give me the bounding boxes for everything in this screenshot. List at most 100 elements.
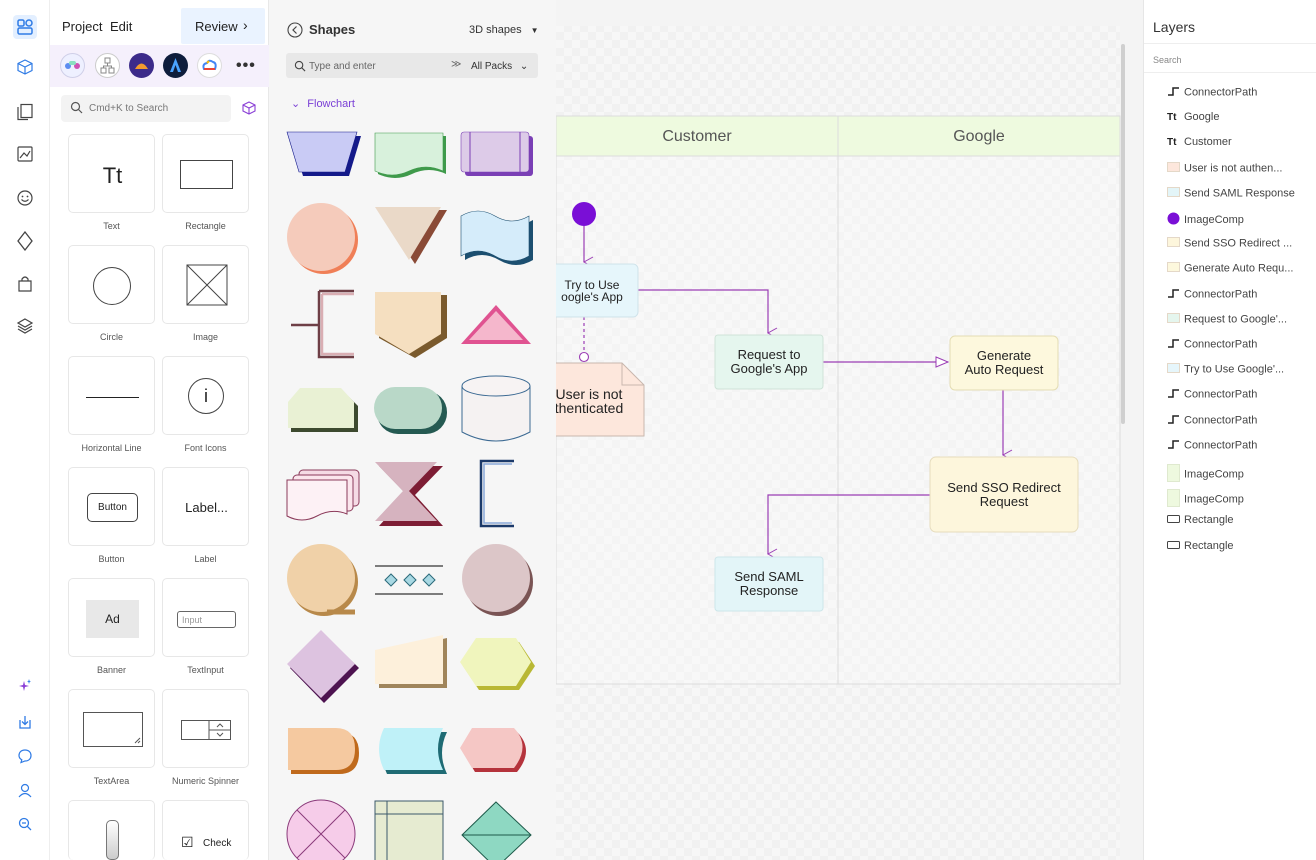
database-cylinder-shape[interactable]: [461, 375, 531, 442]
annotation-bracket-shape[interactable]: [291, 289, 354, 359]
node-generate-auto-request[interactable]: Generate Auto Request: [950, 336, 1058, 390]
component-card-rectangle[interactable]: [162, 134, 249, 213]
hexagon-shape[interactable]: [460, 638, 535, 690]
component-card-label[interactable]: Label...: [162, 467, 249, 546]
predefined-process-shape[interactable]: [460, 131, 533, 176]
layer-row[interactable]: Send SSO Redirect ...: [1167, 237, 1316, 255]
component-card-font-icons[interactable]: i: [162, 356, 249, 435]
layer-row[interactable]: User is not authen...: [1167, 161, 1316, 180]
component-card-image[interactable]: [162, 245, 249, 324]
layer-row[interactable]: Generate Auto Requ...: [1167, 262, 1316, 280]
node-send-saml-response[interactable]: Send SAML Response: [715, 557, 823, 611]
decision-row-shape[interactable]: [375, 565, 443, 595]
manual-input-shape[interactable]: [375, 635, 447, 688]
review-button[interactable]: Review ›: [181, 8, 265, 44]
shopping-bag-icon[interactable]: [13, 272, 37, 296]
component-card-textarea[interactable]: [68, 689, 155, 768]
component-card-horizontal-line[interactable]: [68, 356, 155, 435]
start-node[interactable]: [572, 202, 596, 226]
or-circle-shape[interactable]: [286, 799, 356, 860]
extract-triangle-shape[interactable]: [461, 305, 531, 344]
ai-sparkle-icon[interactable]: [13, 674, 37, 698]
component-search-input[interactable]: Cmd+K to Search: [61, 95, 231, 122]
layer-row[interactable]: ConnectorPath: [1167, 338, 1316, 356]
preparation-shape[interactable]: [288, 388, 358, 432]
aws-integration-icon[interactable]: [129, 53, 154, 78]
document-shape[interactable]: [374, 132, 446, 178]
flowchart-section-header[interactable]: ⌄ Flowchart: [291, 97, 355, 110]
connector-circle-shape[interactable]: [287, 203, 358, 274]
layer-row[interactable]: ImageComp: [1167, 489, 1316, 508]
internal-storage-shape[interactable]: [374, 800, 444, 860]
node-request-to-google-app[interactable]: Request to Google's App: [715, 335, 823, 389]
layer-row[interactable]: ConnectorPath: [1167, 388, 1316, 406]
shape-search-input[interactable]: Type and enter ≫ All Packs ⌄: [286, 53, 538, 78]
cube-filter-icon[interactable]: [242, 101, 256, 120]
collate-shape[interactable]: [375, 462, 443, 526]
smiley-icon[interactable]: [13, 186, 37, 210]
connector-try-to-request[interactable]: [638, 289, 778, 339]
vertical-scrollbar[interactable]: [1121, 44, 1125, 424]
summing-circle-shape[interactable]: [462, 544, 533, 616]
diagram-canvas[interactable]: Customer Google Try to Use oogle's App U…: [556, 0, 1143, 860]
layer-row[interactable]: ConnectorPath: [1167, 288, 1316, 306]
component-card-text[interactable]: Tt: [68, 134, 155, 213]
offpage-connector-shape[interactable]: [375, 292, 447, 358]
more-icon[interactable]: •••: [236, 57, 256, 74]
layer-row[interactable]: Send SAML Response: [1167, 186, 1316, 205]
layer-row[interactable]: ImageComp: [1167, 464, 1316, 482]
layer-row[interactable]: Rectangle: [1167, 514, 1316, 532]
menu-edit[interactable]: Edit: [110, 19, 133, 34]
image-gallery-icon[interactable]: [13, 142, 37, 166]
node-try-to-use[interactable]: Try to Use oogle's App: [556, 264, 638, 317]
component-card-banner[interactable]: Ad: [68, 578, 155, 657]
layer-row[interactable]: ConnectorPath: [1167, 86, 1316, 104]
stored-data-shape[interactable]: [379, 728, 447, 774]
layers-search-input[interactable]: Search: [1144, 43, 1316, 73]
pages-icon[interactable]: [13, 100, 37, 124]
multiple-documents-shape[interactable]: [286, 469, 360, 521]
connector-sso-to-saml[interactable]: [766, 494, 930, 560]
layer-row[interactable]: ConnectorPath: [1167, 414, 1316, 432]
layer-row[interactable]: Try to Use Google'...: [1167, 363, 1316, 381]
layers-stack-icon[interactable]: [13, 314, 37, 338]
import-icon[interactable]: [13, 710, 37, 734]
layer-row[interactable]: ConnectorPath: [1167, 439, 1316, 457]
bracket-shape[interactable]: [479, 459, 514, 528]
manual-operation-shape[interactable]: [286, 131, 361, 176]
azure-integration-icon[interactable]: [163, 53, 188, 78]
packs-dropdown[interactable]: All Packs ⌄: [471, 61, 528, 72]
sort-diamond-shape[interactable]: [461, 801, 532, 860]
comment-icon[interactable]: [13, 744, 37, 768]
stored-data-circle-shape[interactable]: [287, 544, 358, 616]
lane-header-google[interactable]: [837, 115, 1121, 157]
terminator-shape[interactable]: [374, 387, 447, 434]
cube-icon[interactable]: [13, 55, 37, 79]
google-cloud-integration-icon[interactable]: [197, 53, 222, 78]
zoom-icon[interactable]: [13, 812, 37, 836]
layer-row[interactable]: ImageComp: [1167, 212, 1316, 230]
component-card-button[interactable]: Button: [68, 467, 155, 546]
diamond-icon[interactable]: [13, 229, 37, 253]
component-card-checkbox[interactable]: ☑ Check: [162, 800, 249, 860]
collaborator-icon[interactable]: [13, 778, 37, 802]
display-shape[interactable]: [460, 728, 526, 772]
layer-row[interactable]: Request to Google'...: [1167, 312, 1316, 331]
delay-shape[interactable]: [288, 728, 359, 774]
component-card-numeric-spinner[interactable]: [162, 689, 249, 768]
diagram-integration-icon[interactable]: [95, 53, 120, 78]
decision-diamond-shape[interactable]: [287, 630, 359, 703]
menu-project[interactable]: Project: [62, 19, 103, 34]
shape-category-dropdown[interactable]: 3D shapes ▼: [469, 24, 539, 36]
layer-row[interactable]: Rectangle: [1167, 540, 1316, 558]
component-card-circle[interactable]: [68, 245, 155, 324]
merge-triangle-shape[interactable]: [375, 207, 447, 264]
flow-integration-icon[interactable]: [60, 53, 85, 78]
tape-shape[interactable]: [460, 210, 533, 265]
node-send-sso-redirect[interactable]: Send SSO Redirect Request: [930, 472, 1078, 518]
components-tool-icon[interactable]: [13, 15, 37, 39]
back-circle-icon[interactable]: [287, 22, 303, 43]
node-user-not-authenticated[interactable]: User is not thenticated: [556, 376, 632, 426]
